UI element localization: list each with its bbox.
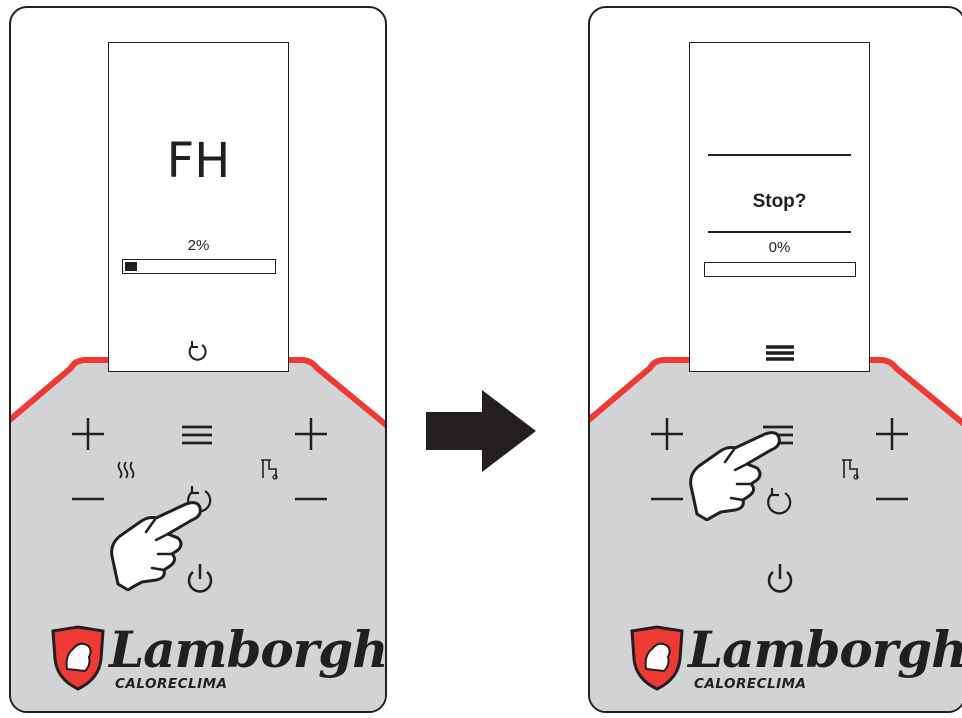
reset-icon	[185, 340, 211, 366]
heating-minus-button[interactable]	[69, 494, 107, 504]
divider-top	[708, 154, 851, 156]
mode-text: FH	[109, 133, 288, 189]
menu-button[interactable]	[179, 422, 215, 448]
water-plus-button[interactable]	[873, 415, 911, 453]
heating-plus-button[interactable]	[69, 415, 107, 453]
water-plus-button[interactable]	[292, 415, 330, 453]
bull-shield-logo	[628, 625, 686, 691]
brand-sub: CALORECLIMA	[115, 676, 228, 692]
display-screen: Stop? 0%	[689, 42, 870, 372]
progress-bar	[122, 259, 276, 274]
progress-bar	[704, 262, 856, 277]
hand-pointer-icon	[685, 426, 790, 521]
brand-sub: CALORECLIMA	[694, 676, 807, 692]
tap-water-icon	[839, 457, 861, 481]
menu-icon	[764, 343, 796, 363]
progress-percent: 2%	[109, 237, 288, 254]
progress-bar-fill	[125, 262, 137, 271]
stop-prompt: Stop?	[690, 191, 869, 213]
water-minus-button[interactable]	[873, 494, 911, 504]
divider-bottom	[708, 231, 851, 233]
water-minus-button[interactable]	[292, 494, 330, 504]
heating-minus-button[interactable]	[648, 494, 686, 504]
display-screen: FH 2%	[108, 42, 289, 372]
brand-name: Lamborghini	[109, 620, 387, 679]
power-button[interactable]	[763, 561, 797, 599]
radiator-heat-icon	[115, 459, 137, 481]
progress-percent: 0%	[690, 239, 869, 256]
bull-shield-logo	[49, 625, 107, 691]
arrow-right-icon	[426, 390, 538, 472]
controller-panel-after: Stop? 0% Lambor	[588, 6, 962, 713]
brand-name: Lamborghini	[688, 620, 962, 679]
controller-panel-before: FH 2%	[9, 6, 387, 713]
hand-pointer-icon	[106, 496, 211, 591]
heating-plus-button[interactable]	[648, 415, 686, 453]
tap-water-icon	[258, 457, 280, 481]
